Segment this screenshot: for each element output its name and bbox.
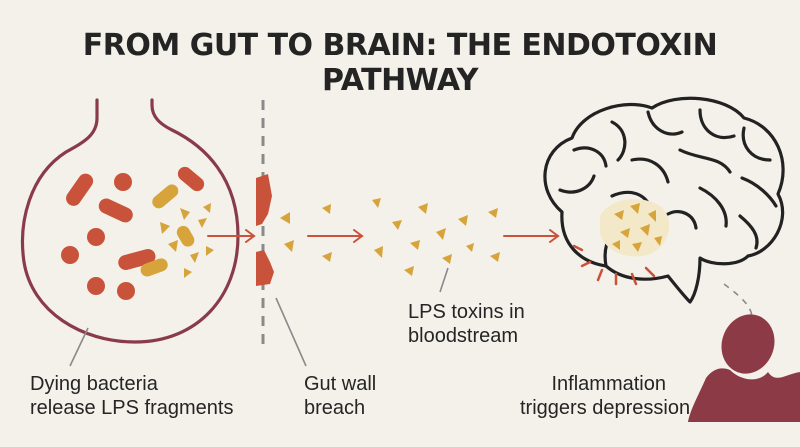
label-line: Dying bacteria bbox=[30, 373, 158, 395]
label-lps-toxins: LPS toxins in bloodstream bbox=[408, 300, 525, 348]
label-dying-bacteria: Dying bacteria release LPS fragments bbox=[30, 372, 233, 420]
label-gut-wall: Gut wall breach bbox=[304, 372, 376, 420]
bacteria-cluster bbox=[61, 166, 205, 300]
brain-icon bbox=[543, 96, 785, 304]
lps-fragments-gut bbox=[160, 203, 214, 278]
label-line: bloodstream bbox=[408, 325, 519, 347]
lps-fragments-blood bbox=[280, 198, 500, 276]
label-line: release LPS fragments bbox=[30, 397, 234, 419]
label-line: breach bbox=[304, 397, 366, 419]
flow-arrows bbox=[207, 229, 560, 243]
label-inflammation: Inflammation triggers depression bbox=[520, 372, 691, 420]
gut-outline bbox=[20, 98, 240, 344]
gold-bacteria bbox=[140, 184, 195, 277]
label-line: Inflammation bbox=[551, 373, 667, 395]
gut-wall-breach bbox=[256, 174, 274, 286]
depressed-person-icon bbox=[688, 314, 800, 422]
label-line: triggers depression bbox=[520, 397, 691, 419]
brain-inflammation bbox=[572, 199, 670, 286]
label-line: Gut wall bbox=[304, 373, 377, 395]
diagram-title: FROM GUT TO BRAIN: THE ENDOTOXIN PATHWAY bbox=[82, 28, 718, 98]
leader-lines bbox=[69, 267, 753, 367]
label-line: LPS toxins in bbox=[408, 301, 525, 323]
